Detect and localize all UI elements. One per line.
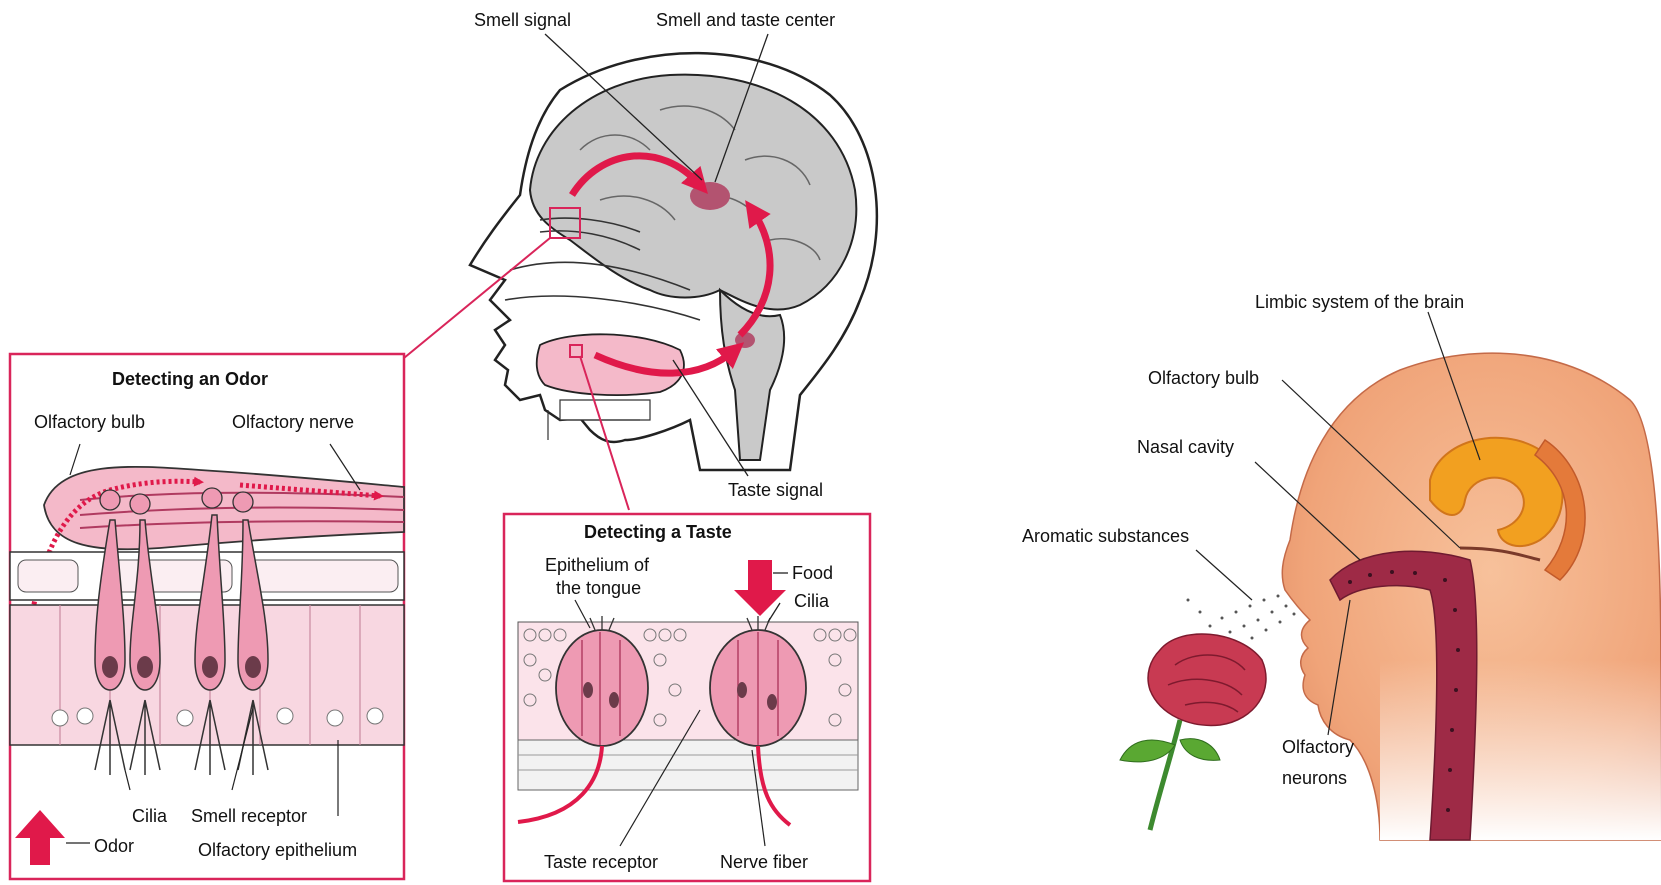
odor-inset-panel bbox=[10, 354, 404, 879]
cilia-taste-label: Cilia bbox=[794, 591, 830, 611]
epithelium-label-line1: Epithelium of bbox=[545, 555, 650, 575]
taste-signal-label: Taste signal bbox=[728, 480, 823, 500]
smell-receptor-label: Smell receptor bbox=[191, 806, 307, 826]
nerve-fiber-label: Nerve fiber bbox=[720, 852, 808, 872]
odor-panel-title: Detecting an Odor bbox=[112, 369, 268, 389]
olfactory-bulb-label: Olfactory bulb bbox=[34, 412, 145, 432]
olfactory-neurons-label-line2: neurons bbox=[1282, 768, 1347, 788]
olfactory-epithelium-label: Olfactory epithelium bbox=[198, 840, 357, 860]
head-cross-section bbox=[404, 34, 877, 510]
color-head-illustration bbox=[1120, 312, 1661, 840]
cilia-odor-label: Cilia bbox=[132, 806, 168, 826]
olfactory-bulb-right-label: Olfactory bulb bbox=[1148, 368, 1259, 388]
taste-panel-title: Detecting a Taste bbox=[584, 522, 732, 542]
olfactory-neurons-label-line1: Olfactory bbox=[1282, 737, 1354, 757]
olfactory-nerve-label: Olfactory nerve bbox=[232, 412, 354, 432]
epithelium-label-line2: the tongue bbox=[556, 578, 641, 598]
smell-signal-label: Smell signal bbox=[474, 10, 571, 30]
food-label: Food bbox=[792, 563, 833, 583]
nasal-cavity-label: Nasal cavity bbox=[1137, 437, 1234, 457]
taste-receptor-label: Taste receptor bbox=[544, 852, 658, 872]
aromatic-substances-label: Aromatic substances bbox=[1022, 526, 1189, 546]
smell-taste-center-label: Smell and taste center bbox=[656, 10, 835, 30]
limbic-system-label: Limbic system of the brain bbox=[1255, 292, 1464, 312]
odor-label: Odor bbox=[94, 836, 134, 856]
